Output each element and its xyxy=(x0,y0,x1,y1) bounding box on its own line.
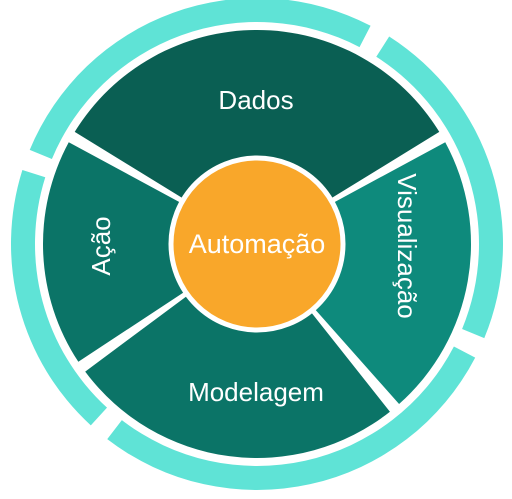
segment-modelagem xyxy=(85,295,390,458)
outer-ring-arc xyxy=(11,170,108,426)
outer-ring-arc xyxy=(376,36,503,339)
outer-ring-arc xyxy=(107,346,476,490)
segment-visualizacao xyxy=(314,142,471,405)
outer-ring-arc xyxy=(29,0,371,160)
segment-acao xyxy=(42,142,186,362)
segment-label-dados: Dados xyxy=(218,85,293,115)
segment-label-acao: Ação xyxy=(86,216,116,275)
center-circle xyxy=(168,155,346,333)
segment-label-visualizacao: Visualização xyxy=(392,173,422,319)
segment-dados xyxy=(74,30,440,199)
segments xyxy=(42,30,471,458)
segment-label-modelagem: Modelagem xyxy=(188,377,324,407)
center-label: Automação xyxy=(189,229,326,259)
outer-ring xyxy=(11,0,503,490)
